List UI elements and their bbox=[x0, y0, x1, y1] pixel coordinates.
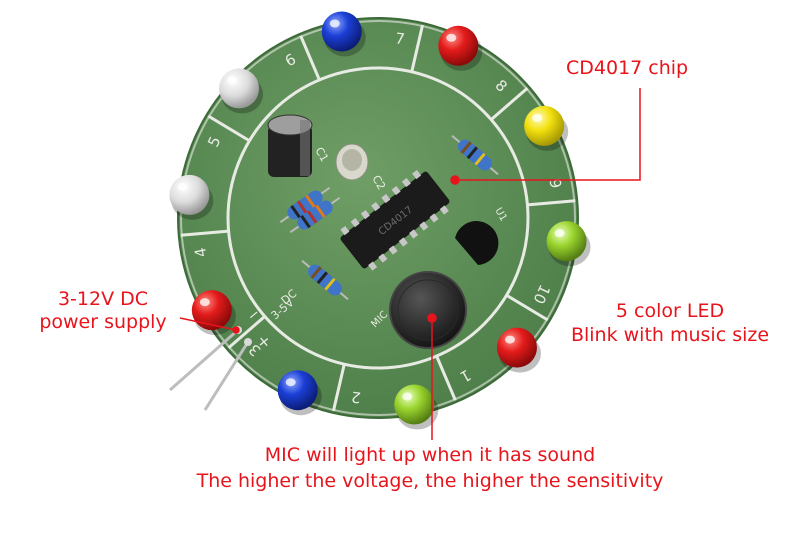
led-red bbox=[438, 25, 483, 71]
segment-divider bbox=[490, 86, 529, 121]
power-annotation-line1: 3-12V DC bbox=[57, 288, 149, 310]
c1-label: C1 bbox=[312, 145, 331, 164]
segment-divider bbox=[299, 35, 321, 81]
led-annotation-line1: 5 color LED bbox=[615, 300, 725, 322]
segment-divider bbox=[527, 199, 576, 207]
segment-divider bbox=[227, 315, 266, 350]
capacitor-c1: C1 bbox=[267, 114, 331, 177]
led-yellow bbox=[524, 105, 569, 151]
led-blue bbox=[277, 370, 322, 416]
power-annotation-line2: power supply bbox=[39, 311, 167, 333]
segment-number: 7 bbox=[394, 29, 406, 48]
resistors bbox=[279, 134, 499, 301]
chip-annotation: CD4017 chip bbox=[566, 57, 689, 79]
led-white bbox=[219, 68, 264, 114]
led-red bbox=[191, 290, 236, 336]
led-green bbox=[394, 384, 439, 430]
annotation-lines bbox=[179, 88, 641, 440]
led-green bbox=[546, 221, 591, 267]
c2-label: C2 bbox=[369, 173, 388, 192]
segment-number: 2 bbox=[350, 388, 362, 407]
led-blue bbox=[321, 11, 366, 57]
mic-annotation-line1: MIC will light up when it has sound bbox=[264, 444, 596, 466]
segment-divider bbox=[435, 355, 457, 401]
segment-number: 4 bbox=[191, 246, 210, 259]
led-white bbox=[169, 174, 214, 220]
capacitor-c2: C2 bbox=[335, 143, 388, 192]
cd4017-chip: CD4017 bbox=[340, 169, 450, 271]
led-red bbox=[496, 327, 541, 373]
segment-divider bbox=[331, 363, 346, 412]
segment-divider bbox=[410, 24, 425, 73]
segment-divider bbox=[207, 114, 251, 143]
transistor bbox=[455, 221, 499, 265]
segment-divider bbox=[180, 229, 229, 237]
led-annotation-line2: Blink with music size bbox=[570, 324, 770, 346]
mic-annotation-line2: The higher the voltage, the higher the s… bbox=[196, 470, 664, 492]
segment-divider bbox=[505, 293, 549, 322]
led-ring bbox=[169, 11, 591, 430]
